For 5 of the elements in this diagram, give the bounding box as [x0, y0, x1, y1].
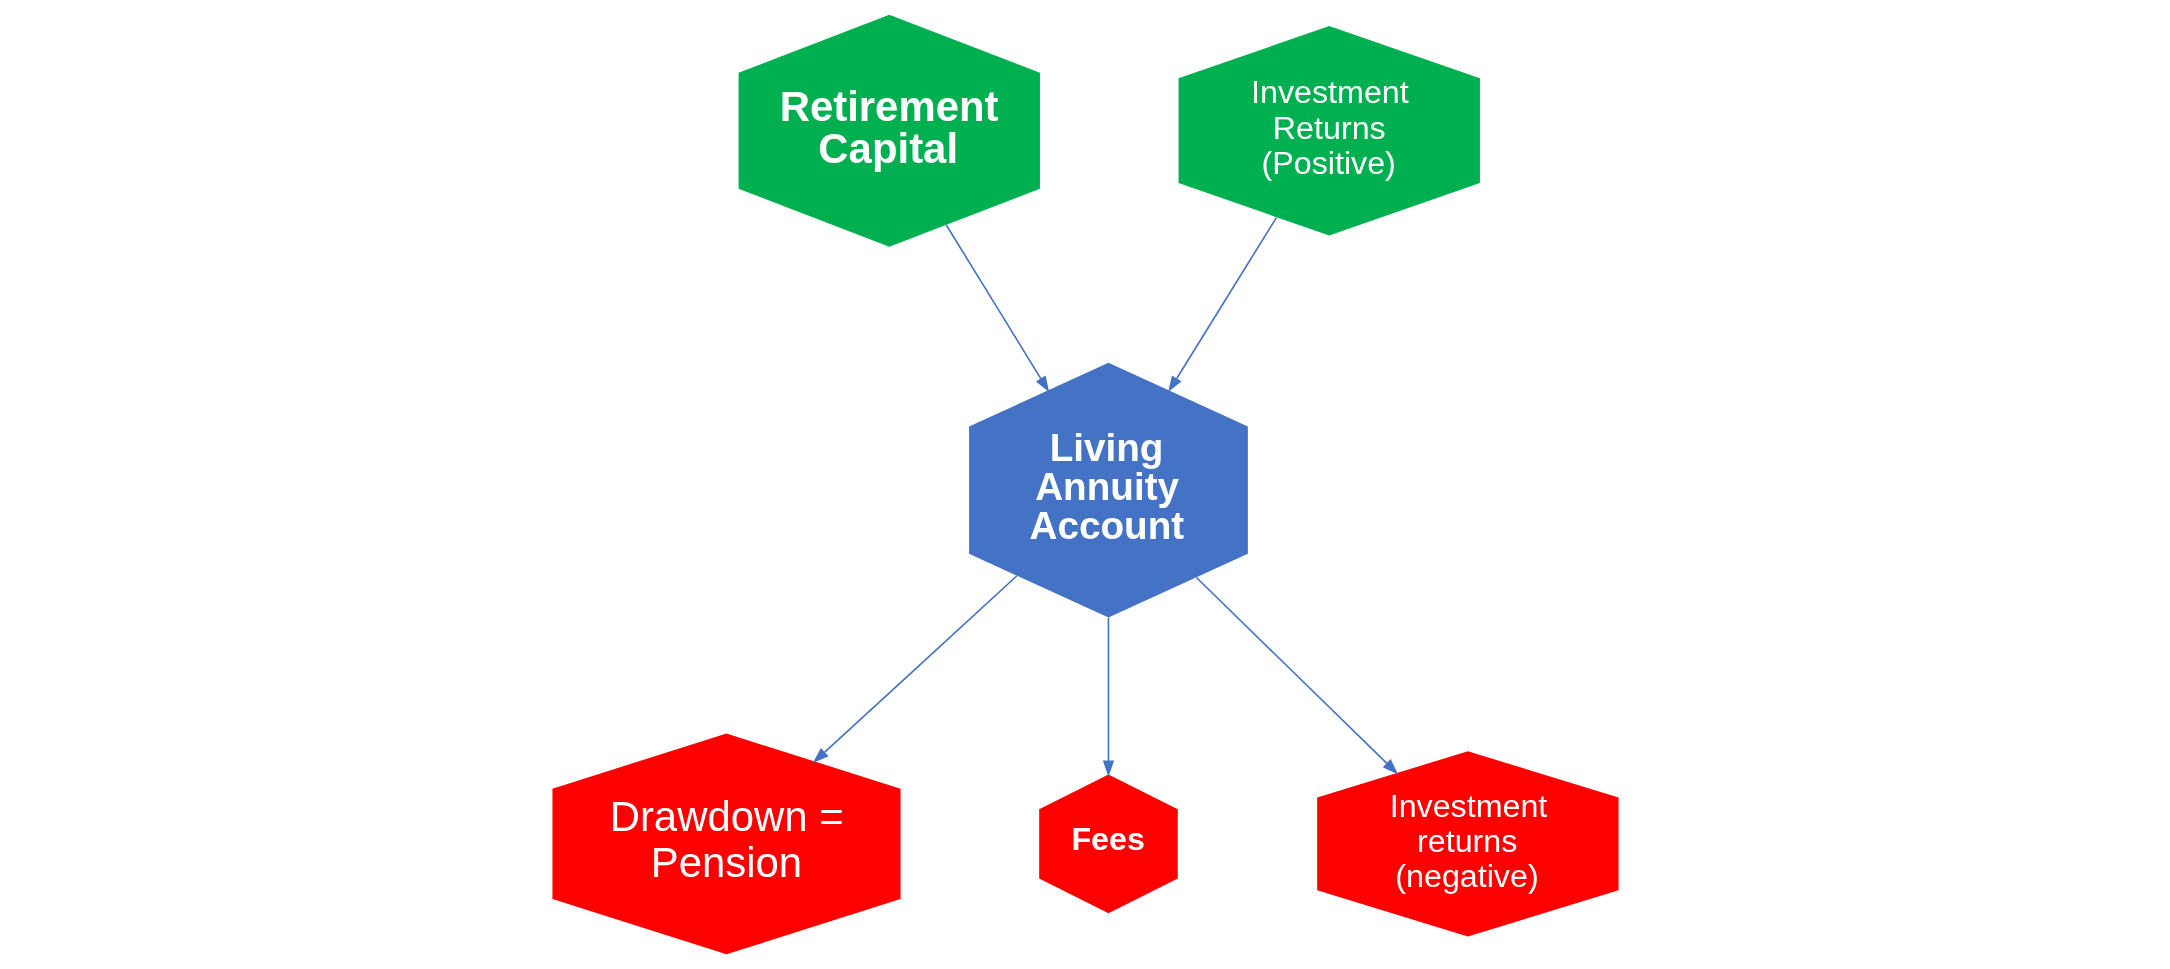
arrow	[1195, 576, 1398, 775]
arrow	[812, 574, 1018, 764]
arrow	[1102, 617, 1114, 777]
arrow	[1167, 216, 1277, 393]
arrow	[945, 224, 1049, 393]
